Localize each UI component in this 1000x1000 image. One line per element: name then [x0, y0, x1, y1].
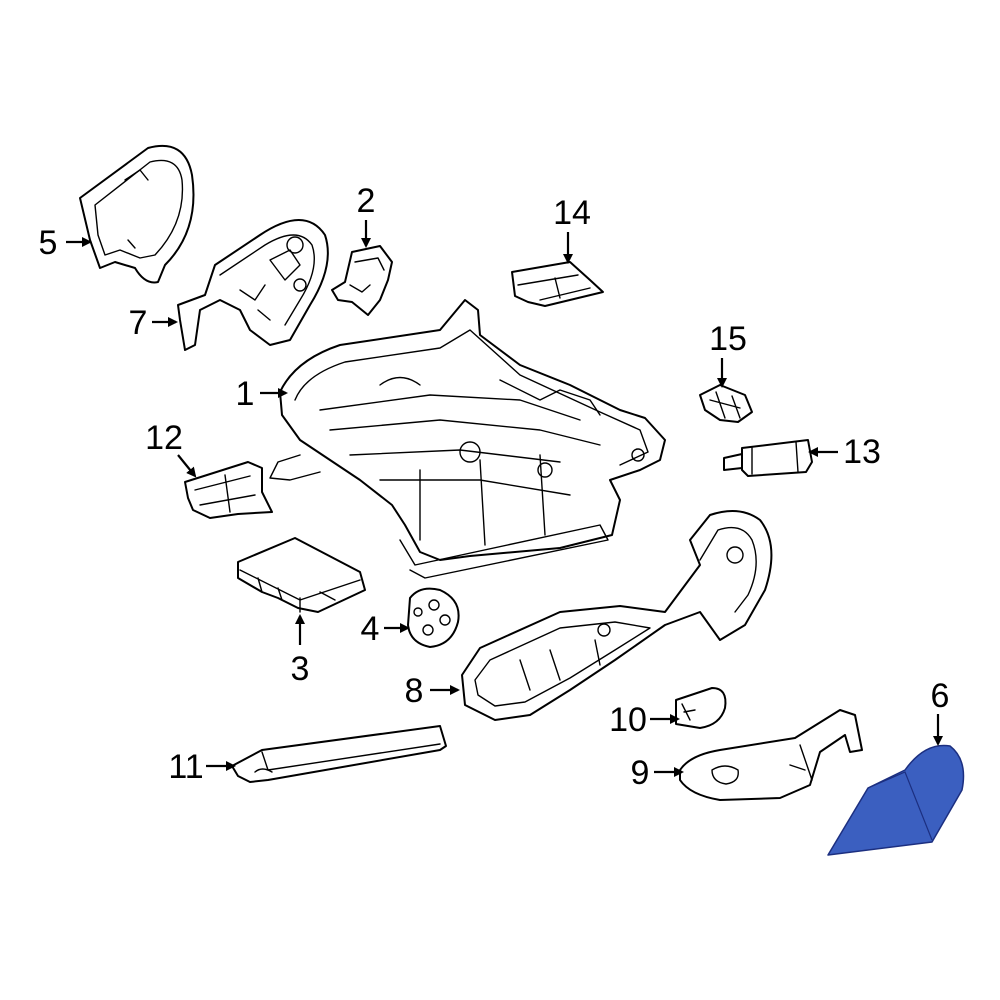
- part-9-trim-cover[interactable]: [679, 709, 863, 801]
- part-4-switch[interactable]: [407, 587, 460, 648]
- callout-labels: 5 7 2 14 1 15 13 12 3 4 8 10 9 11 6: [39, 182, 950, 792]
- part-7-recliner[interactable]: [177, 219, 329, 351]
- callout-4: 4: [361, 610, 380, 648]
- callout-10: 10: [609, 701, 647, 739]
- callout-13: 13: [843, 433, 881, 471]
- part-10-knob[interactable]: [675, 687, 727, 729]
- callout-14: 14: [553, 194, 591, 232]
- part-13-motor[interactable]: [723, 439, 813, 477]
- part-14-cover[interactable]: [511, 261, 604, 307]
- callout-15: 15: [709, 320, 747, 358]
- part-5-shield[interactable]: [79, 144, 195, 284]
- part-2-bracket[interactable]: [331, 245, 393, 316]
- callout-5: 5: [39, 224, 58, 262]
- callout-11: 11: [168, 748, 203, 786]
- callout-9: 9: [631, 754, 650, 792]
- part-1-seat-frame[interactable]: [269, 299, 666, 579]
- leader-12: [177, 454, 197, 478]
- leader-arrows: [66, 220, 943, 777]
- part-6-cover-highlighted[interactable]: [827, 744, 965, 856]
- callout-7: 7: [129, 304, 148, 342]
- callout-6: 6: [931, 677, 950, 715]
- callout-12: 12: [145, 419, 183, 457]
- part-15-connector[interactable]: [699, 384, 753, 423]
- part-12-rail-cover[interactable]: [184, 461, 273, 519]
- callout-2: 2: [357, 182, 376, 220]
- callout-3: 3: [291, 650, 310, 688]
- part-8-side-trim[interactable]: [461, 510, 773, 721]
- callout-1: 1: [236, 375, 255, 413]
- callout-8: 8: [405, 672, 424, 710]
- part-3-module[interactable]: [237, 537, 366, 613]
- part-11-lower-trim[interactable]: [231, 725, 447, 783]
